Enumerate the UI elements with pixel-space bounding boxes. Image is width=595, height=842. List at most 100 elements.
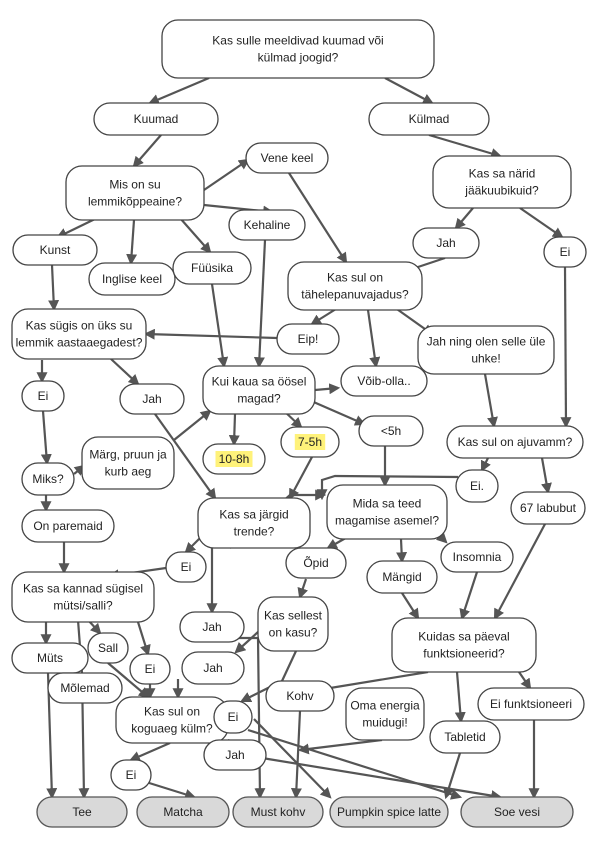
node-eip: Eip!	[276, 323, 340, 355]
node-label: Kehaline	[244, 218, 291, 232]
node-box	[276, 323, 340, 355]
node-hot: Kuumad	[93, 102, 219, 136]
node-box	[391, 617, 537, 673]
node-cold-yes: Jah	[203, 739, 267, 771]
arrow-edge	[540, 457, 552, 495]
node-mustkohv: Must kohv	[232, 796, 324, 828]
node-label: 7-5h	[298, 435, 322, 449]
node-coffee: Kohv	[265, 680, 335, 712]
node-label: Inglise keel	[102, 272, 162, 286]
node-q-attention: Kas sul on tähelepanuvajadus?	[287, 261, 423, 311]
node-box	[21, 462, 75, 496]
node-useful-no: Ei	[213, 700, 253, 734]
node-box	[81, 436, 175, 490]
node-box	[446, 425, 584, 459]
node-ice-no: Ei	[543, 236, 587, 268]
node-label: On paremaid	[33, 519, 102, 533]
node-label: Ei	[228, 710, 239, 724]
arrow-edge	[315, 670, 429, 695]
arrow-edge	[384, 77, 434, 105]
node-box	[287, 261, 423, 311]
arrow-edge	[481, 457, 491, 472]
arrow-edge	[560, 266, 572, 429]
node-psl: Pumpkin spice latte	[329, 796, 449, 828]
node-label: Oma energia	[350, 699, 420, 713]
node-matcha: Matcha	[136, 796, 230, 828]
node-label: Ei funktsioneeri	[490, 697, 572, 711]
node-label: Matcha	[163, 805, 203, 819]
node-art: Kunst	[12, 234, 98, 266]
arrow-edge	[518, 671, 532, 690]
node-maybe: Võib-olla..	[340, 365, 428, 397]
node-label: Kas sa järgid	[219, 508, 288, 522]
node-box	[510, 491, 586, 525]
highlight-mark	[294, 434, 326, 450]
node-label: Mõlemad	[60, 681, 109, 695]
node-label: Sall	[98, 641, 118, 655]
node-label: kurb aeg	[105, 465, 152, 479]
node-hat: Müts	[11, 642, 89, 674]
node-label: trende?	[234, 525, 275, 539]
node-why: Miks?	[21, 462, 75, 496]
node-label: Ei	[181, 560, 192, 574]
node-box	[119, 383, 185, 415]
arrow-edge	[154, 413, 217, 500]
arrow-edge	[428, 133, 503, 159]
node-label: Ei.	[470, 479, 484, 493]
node-label: lemmik aastaaegadest?	[16, 336, 143, 350]
node-label: Jah ning olen selle üle	[427, 335, 546, 349]
node-box	[245, 142, 329, 174]
node-s10: 10-8h	[202, 443, 266, 475]
arrow-edge	[290, 710, 302, 800]
node-label: <5h	[381, 424, 401, 438]
arrow-edge	[253, 718, 332, 799]
node-energy: Oma energia muidugi!	[345, 687, 425, 741]
node-nofunc: Ei funktsioneeri	[477, 687, 585, 721]
arrow-edge	[136, 621, 151, 657]
node-box	[326, 484, 448, 540]
arrow-edge	[179, 217, 212, 254]
node-box	[36, 796, 128, 828]
node-box	[129, 653, 171, 685]
arrow-edge	[203, 158, 250, 191]
arrow-edge	[147, 76, 210, 105]
node-box	[165, 551, 207, 583]
node-label: Kas sul on	[327, 271, 383, 285]
node-study: Õpid	[285, 547, 347, 579]
node-box	[197, 497, 311, 549]
node-label: Kas sa närid	[469, 167, 536, 181]
arrow-edge	[454, 207, 474, 230]
node-label: tähelepanuvajadus?	[301, 288, 409, 302]
node-games: Mängid	[366, 560, 438, 594]
node-english: Inglise keel	[88, 262, 176, 296]
arrow-edge	[493, 523, 546, 620]
node-pe: Kehaline	[228, 209, 306, 241]
arrow-edge	[396, 538, 408, 564]
node-label: Mis on su	[109, 178, 160, 192]
arrow-edge	[288, 172, 348, 264]
arrow-edge	[366, 309, 381, 369]
node-label: Kas sul on ajuvamm?	[458, 435, 573, 449]
arrow-edge	[132, 134, 162, 168]
arrow-edge	[234, 631, 259, 654]
node-label: muidugi!	[362, 716, 407, 730]
node-box	[203, 739, 267, 771]
node-label: 10-8h	[219, 452, 250, 466]
node-box	[265, 680, 335, 712]
node-box	[543, 236, 587, 268]
node-label: magamise asemel?	[335, 514, 439, 528]
node-hat-no: Ei	[129, 653, 171, 685]
arrow-edge	[128, 741, 171, 762]
node-box	[432, 155, 572, 209]
node-label: Kas sellest	[264, 609, 323, 623]
arrow-edge	[247, 728, 463, 800]
node-label: Kas sa kannad sügisel	[23, 582, 143, 596]
arrow-edge	[297, 738, 383, 755]
node-box	[285, 547, 347, 579]
